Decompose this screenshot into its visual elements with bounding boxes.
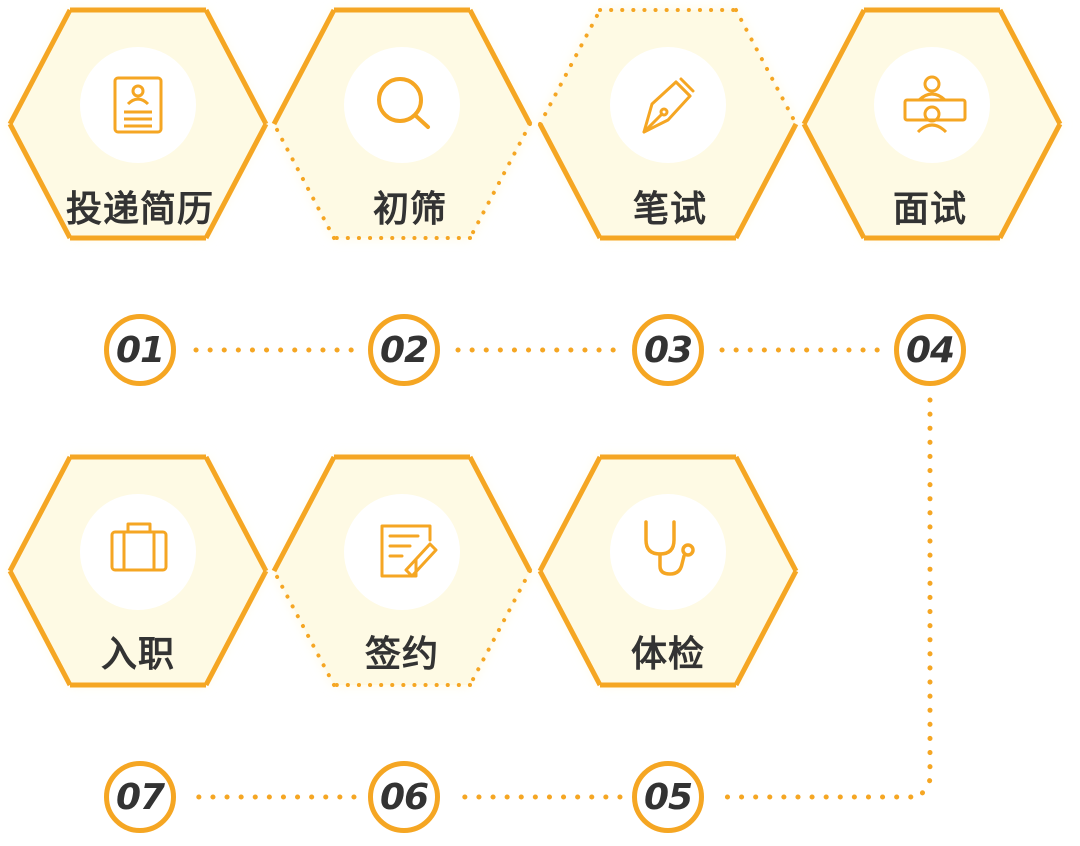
step-number-02-text: 02 <box>379 329 429 371</box>
resume-icon <box>113 76 163 134</box>
step-number-02: 02 <box>368 314 440 386</box>
step-label-07: 入职 <box>100 634 175 675</box>
stethoscope-icon <box>644 520 695 576</box>
icon-disc-01 <box>80 47 196 163</box>
step-number-03-text: 03 <box>643 329 693 371</box>
pen-nib-icon <box>642 77 695 134</box>
step-label-06: 签约 <box>364 634 439 675</box>
step-number-04-text: 04 <box>905 329 955 371</box>
connectors <box>193 347 933 800</box>
contract-icon <box>380 524 438 578</box>
briefcase-icon <box>110 522 168 572</box>
step-label-03: 笔试 <box>632 189 707 230</box>
step-number-03: 03 <box>632 314 704 386</box>
step-number-05-text: 05 <box>643 776 693 818</box>
step-number-05: 05 <box>632 761 704 833</box>
step-number-01-text: 01 <box>115 329 165 371</box>
step-label-05: 体检 <box>630 634 705 675</box>
icon-disc-02 <box>344 47 460 163</box>
step-number-07: 07 <box>104 761 176 833</box>
icon-disc-04 <box>874 47 990 163</box>
step-label-02: 初筛 <box>372 189 447 230</box>
icon-disc-06 <box>344 494 460 610</box>
step-number-01: 01 <box>104 314 176 386</box>
search-icon <box>377 77 430 129</box>
interview-icon <box>903 75 967 134</box>
step-label-01: 投递简历 <box>65 189 214 230</box>
step-number-07-text: 07 <box>115 776 165 818</box>
icon-disc-07 <box>80 494 196 610</box>
step-number-06-text: 06 <box>379 776 429 818</box>
step-number-04: 04 <box>894 314 966 386</box>
step-number-06: 06 <box>368 761 440 833</box>
step-label-04: 面试 <box>892 189 967 230</box>
icon-disc-03 <box>610 47 726 163</box>
